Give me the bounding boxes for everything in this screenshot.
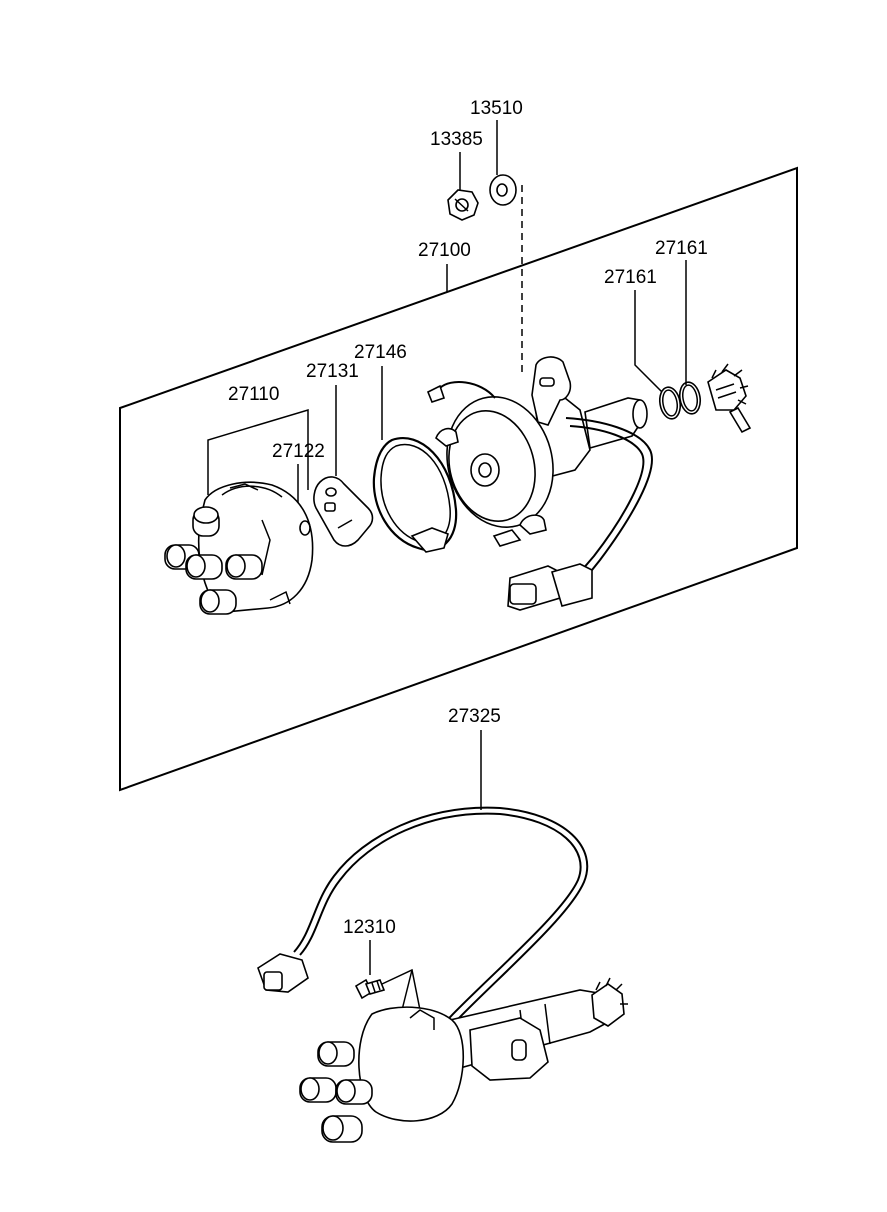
label-27131[interactable]: 27131 xyxy=(306,361,359,382)
label-13385[interactable]: 13385 xyxy=(430,129,483,150)
gear-pin[interactable] xyxy=(728,406,752,434)
rotor-27131[interactable] xyxy=(313,476,374,547)
label-27325[interactable]: 27325 xyxy=(448,706,501,727)
label-12310[interactable]: 12310 xyxy=(343,917,396,938)
drive-gear[interactable] xyxy=(707,363,749,411)
label-13510[interactable]: 13510 xyxy=(470,98,523,119)
label-27161-lower[interactable]: 27161 xyxy=(604,267,657,288)
o-ring-27161-outer[interactable] xyxy=(677,381,702,416)
leader-lines xyxy=(207,120,687,1011)
label-27161-upper[interactable]: 27161 xyxy=(655,238,708,259)
label-27100[interactable]: 27100 xyxy=(418,240,471,261)
label-27146[interactable]: 27146 xyxy=(354,342,407,363)
washer-13510[interactable] xyxy=(489,174,517,206)
assembly-boundary xyxy=(119,166,798,792)
distributor-cap-27110[interactable] xyxy=(164,481,314,615)
seal-ring-27146[interactable] xyxy=(372,437,458,553)
distributor-assembly-27325[interactable] xyxy=(257,806,628,1143)
nut-13385[interactable] xyxy=(447,189,479,221)
label-27122[interactable]: 27122 xyxy=(272,441,325,462)
distributor-housing-27100[interactable] xyxy=(426,356,653,611)
bolt-12310[interactable] xyxy=(354,978,386,1000)
label-27110[interactable]: 27110 xyxy=(228,384,279,405)
